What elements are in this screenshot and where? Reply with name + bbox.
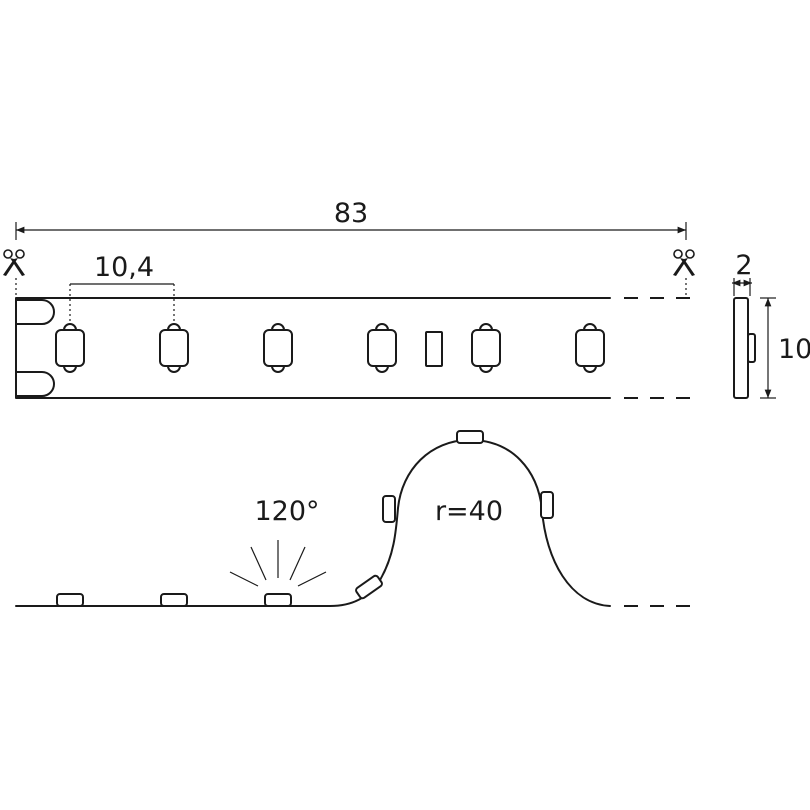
led-chip [355,574,383,600]
solder-pad [15,371,55,397]
led-chip [263,323,293,373]
bend-radius-label: r=40 [435,496,503,527]
length-dimension: 83 [15,198,687,240]
length-label: 83 [334,198,368,229]
resistor [425,331,443,367]
light-rays [229,540,327,587]
strip-top-view [15,297,690,399]
led-chip [456,430,484,444]
led-chip [471,323,501,373]
scissors-icon [2,249,26,277]
pitch-label: 10,4 [94,252,154,283]
led-chip [382,495,396,523]
width-label: 10 [778,334,810,365]
pitch-dimension: 10,4 [69,252,175,330]
led-chip [540,491,554,519]
led-chip [56,593,84,607]
strip-side-view: 2 10 [732,250,810,399]
strip-bend-view: 120° r=40 [15,430,690,607]
led-chip [367,323,397,373]
beam-angle-label: 120° [254,496,319,527]
scissors-icon [672,249,696,277]
led-chip [55,323,85,373]
led-chip [264,593,292,607]
led-chip [160,593,188,607]
solder-pad [15,299,55,325]
thickness-label: 2 [735,250,752,281]
led-chip [575,323,605,373]
led-chip [159,323,189,373]
